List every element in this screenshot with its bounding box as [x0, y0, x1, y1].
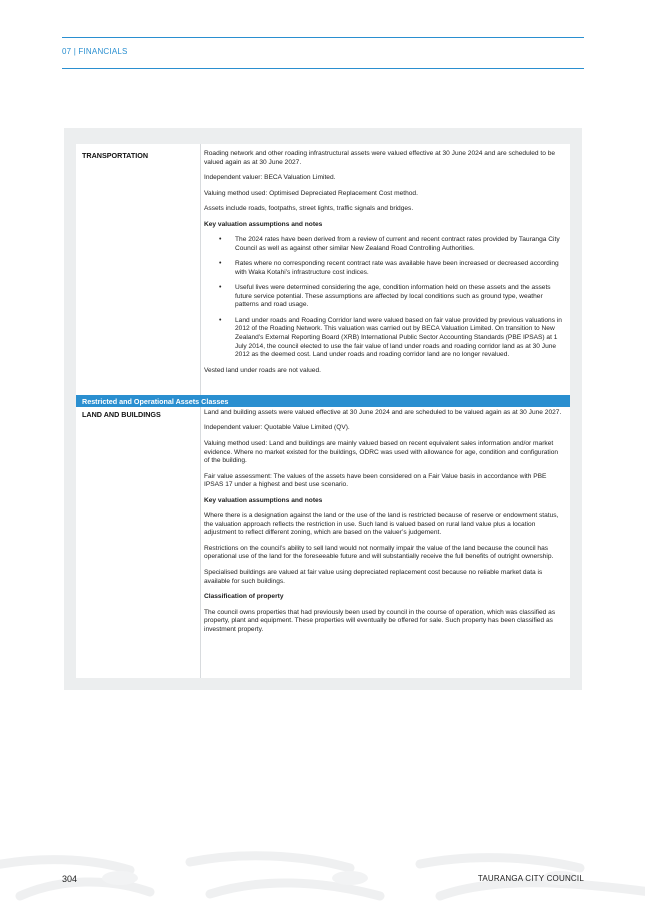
page-number: 304 — [62, 874, 78, 884]
land-paragraph: The council owns properties that had pre… — [204, 608, 556, 633]
list-item: Land under roads and Roading Corridor la… — [204, 317, 564, 360]
key-assumptions-heading: Key valuation assumptions and notes — [204, 496, 323, 504]
column-divider — [200, 407, 201, 678]
transportation-row: TRANSPORTATION Roading network and other… — [76, 144, 570, 395]
valuation-table: TRANSPORTATION Roading network and other… — [76, 144, 570, 678]
land-buildings-row: LAND AND BUILDINGS Land and building ass… — [76, 407, 570, 678]
land-paragraph: Fair value assessment: The values of the… — [204, 472, 547, 489]
transportation-content: Roading network and other roading infras… — [204, 150, 564, 382]
land-buildings-label: LAND AND BUILDINGS — [82, 410, 161, 419]
footer-swirl-pattern — [0, 851, 645, 901]
land-paragraph: Specialised buildings are valued at fair… — [204, 568, 543, 585]
land-paragraph: Land and building assets were valued eff… — [204, 409, 562, 416]
land-paragraph: Valuing method used: Land and buildings … — [204, 439, 559, 465]
transportation-paragraph: Assets include roads, footpaths, street … — [204, 205, 414, 213]
header-top-rule — [62, 37, 584, 38]
header-bottom-rule — [62, 68, 584, 69]
section-band-label: Restricted and Operational Assets Classe… — [82, 397, 229, 406]
section-label: 07 | FINANCIALS — [62, 47, 128, 56]
list-item: Rates where no corresponding recent cont… — [204, 260, 564, 277]
transportation-paragraph: Vested land under roads are not valued. — [204, 366, 321, 374]
land-paragraph: Restrictions on the council’s ability to… — [204, 544, 554, 561]
column-divider — [200, 144, 201, 395]
land-buildings-content: Land and building assets were valued eff… — [204, 409, 564, 641]
assumptions-list: The 2024 rates have been derived from a … — [204, 236, 564, 360]
land-paragraph: Where there is a designation against the… — [204, 512, 559, 537]
land-paragraph: Independent valuer: Quotable Value Limit… — [204, 424, 350, 432]
list-item: The 2024 rates have been derived from a … — [204, 236, 564, 253]
section-band: Restricted and Operational Assets Classe… — [76, 395, 570, 407]
key-assumptions-heading: Key valuation assumptions and notes — [204, 220, 323, 228]
list-item: Useful lives were determined considering… — [204, 284, 564, 310]
organisation-name: TAURANGA CITY COUNCIL — [477, 874, 584, 883]
classification-heading: Classification of property — [204, 593, 284, 601]
transportation-label: TRANSPORTATION — [82, 151, 149, 160]
transportation-paragraph: Independent valuer: BECA Valuation Limit… — [204, 174, 336, 182]
transportation-paragraph: Roading network and other roading infras… — [204, 150, 556, 166]
transportation-paragraph: Valuing method used: Optimised Depreciat… — [204, 189, 418, 197]
